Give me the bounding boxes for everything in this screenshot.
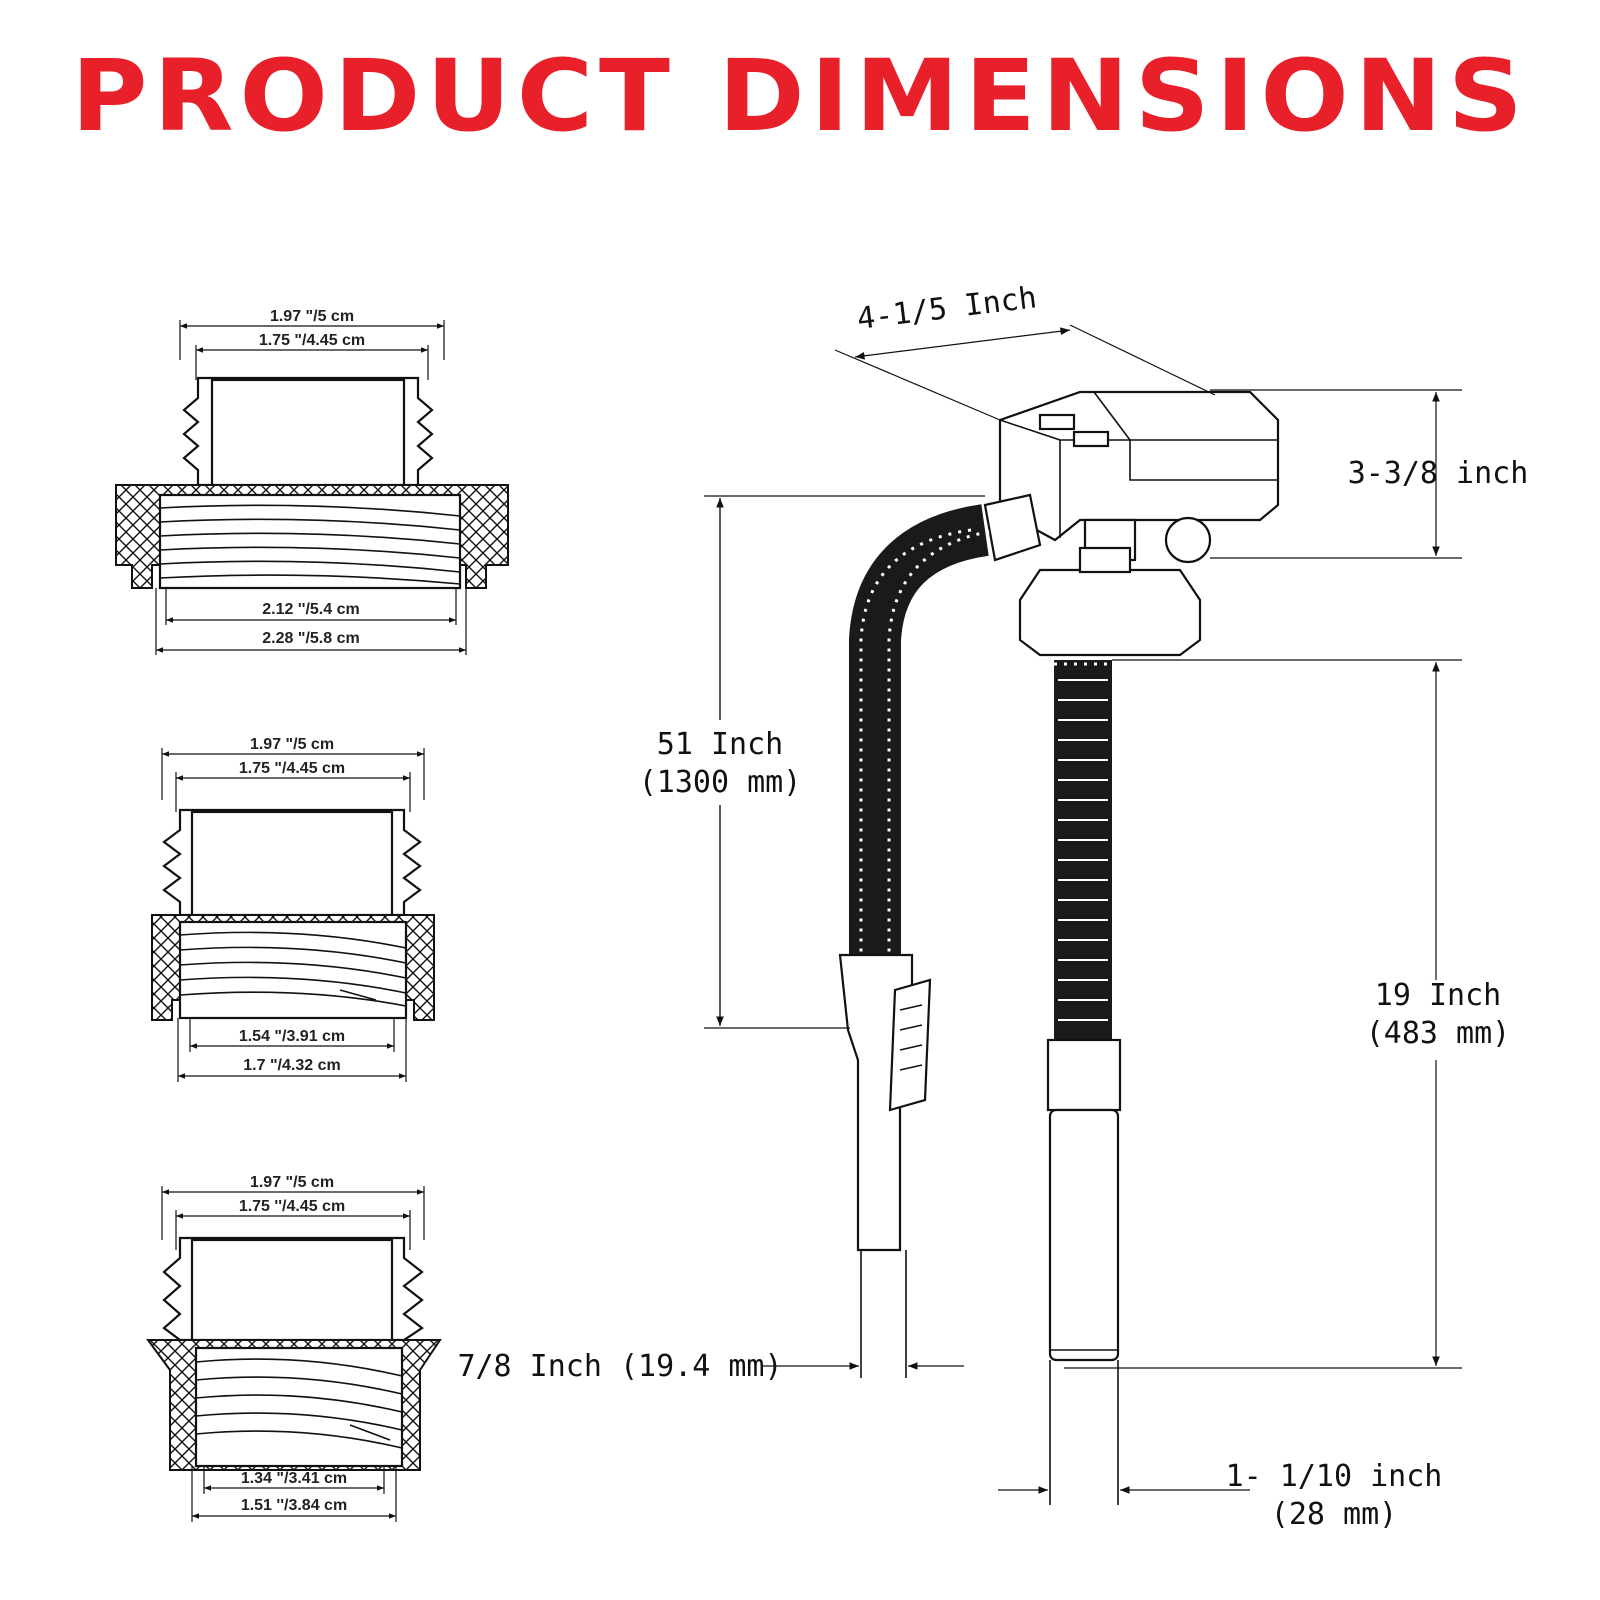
hose-length-mm-label: (1300 mm): [639, 765, 802, 800]
tube-length-mm-label: (483 mm): [1366, 1016, 1511, 1051]
nozzle-diameter-label: 7/8 Inch (19.4 mm): [457, 1349, 782, 1384]
adapter-top-outer-bottom-label: 2.28 "/5.8 cm: [262, 630, 359, 647]
adapter-top-drawing: 1.97 "/5 cm 1.75 "/4.45 cm 2.12 ''/5.4 c…: [115, 308, 509, 655]
adapter-top-inner-top-label: 1.75 "/4.45 cm: [259, 332, 365, 349]
adapter-middle-drawing: 1.97 "/5 cm 1.75 "/4.45 cm 1.54 "/3.91 c…: [151, 736, 435, 1082]
adapter-middle-inner-bottom-label: 1.54 "/3.91 cm: [239, 1028, 345, 1045]
tube-diameter-mm-label: (28 mm): [1271, 1497, 1397, 1532]
pump-drawing: [838, 390, 1280, 1505]
adapter-bottom-inner-bottom-label: 1.34 "/3.41 cm: [241, 1470, 347, 1487]
adapter-middle-outer-top-label: 1.97 "/5 cm: [250, 736, 334, 753]
adapter-middle-inner-top-label: 1.75 "/4.45 cm: [239, 760, 345, 777]
adapter-bottom-outer-bottom-label: 1.51 ''/3.84 cm: [241, 1497, 347, 1514]
adapter-bottom-drawing: 1.97 "/5 cm 1.75 ''/4.45 cm 1.34 "/3.41 …: [146, 1174, 442, 1522]
hose-length-label: 51 Inch: [657, 727, 783, 762]
page-title: PRODUCT DIMENSIONS: [71, 38, 1529, 154]
tube-length-label: 19 Inch: [1375, 978, 1501, 1013]
tube-diameter-label: 1- 1/10 inch: [1226, 1459, 1443, 1494]
adapter-bottom-inner-top-label: 1.75 ''/4.45 cm: [239, 1198, 345, 1215]
pump-button-icon: [1038, 413, 1076, 431]
adapter-top-inner-bottom-label: 2.12 ''/5.4 cm: [262, 601, 359, 618]
adapter-top-outer-top-label: 1.97 "/5 cm: [270, 308, 354, 325]
pump-switch-icon: [1072, 430, 1110, 448]
pump-width-label: 4-1/5 Inch: [855, 280, 1039, 337]
pump-height-label: 3-3/8 inch: [1348, 456, 1529, 491]
adapter-middle-outer-bottom-label: 1.7 "/4.32 cm: [243, 1057, 340, 1074]
adapter-bottom-outer-top-label: 1.97 "/5 cm: [250, 1174, 334, 1191]
pump-dimensions: 4-1/5 Inch 3-3/8 inch 51 Inch (1300 mm) …: [457, 280, 1528, 1532]
